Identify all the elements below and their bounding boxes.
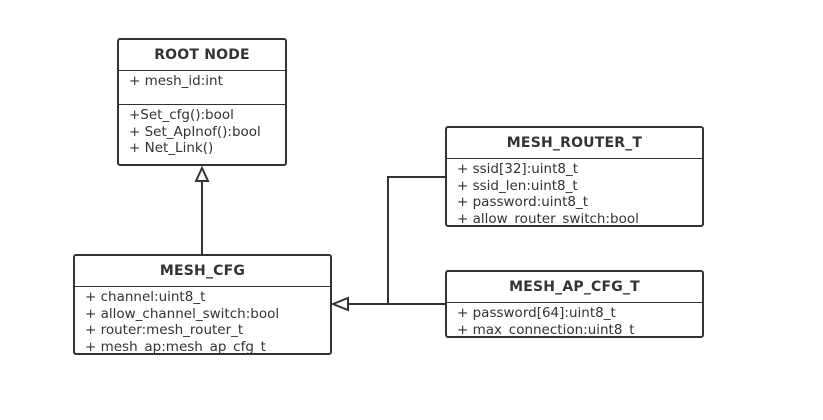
inheritance-arrowhead-cfg — [330, 296, 349, 312]
attribute-row: + channel:uint8_t — [85, 289, 206, 305]
class-mesh-cfg[interactable]: MESH_CFG + channel:uint8_t + allow_chann… — [73, 254, 332, 355]
attribute-row: + password:uint8_t — [457, 194, 589, 210]
class-mesh-ap-cfg-t[interactable]: MESH_AP_CFG_T + password[64]:uint8_t + m… — [445, 270, 704, 338]
method-row: +Set_cfg():bool — [129, 107, 234, 123]
attribute-row: + router:mesh_router_t — [85, 322, 244, 338]
class-mesh-ap-cfg-t-title: MESH_AP_CFG_T — [447, 272, 702, 303]
class-mesh-router-t[interactable]: MESH_ROUTER_T + ssid[32]:uint8_t + ssid_… — [445, 126, 704, 227]
attribute-row: + mesh_ap:mesh_ap_cfg_t — [85, 338, 266, 355]
class-mesh-router-t-title: MESH_ROUTER_T — [447, 128, 702, 159]
attribute-row: + mesh_id:int — [129, 73, 223, 89]
method-row: + Net_Link() — [129, 140, 214, 156]
attribute-row: + ssid_len:uint8_t — [457, 177, 578, 194]
class-root-node-attributes: + mesh_id:int — [119, 71, 285, 104]
attribute-row: + allow_router_switch:bool — [457, 210, 639, 227]
class-root-node[interactable]: ROOT NODE + mesh_id:int +Set_cfg():bool … — [117, 38, 287, 166]
class-mesh-router-t-attributes: + ssid[32]:uint8_t + ssid_len:uint8_t + … — [447, 159, 702, 229]
attribute-row: + password[64]:uint8_t — [457, 305, 616, 321]
attribute-row: + max_connection:uint8_t — [457, 321, 635, 338]
class-mesh-cfg-attributes: + channel:uint8_t + allow_channel_switch… — [75, 287, 330, 357]
inheritance-arrowhead-root — [194, 165, 210, 182]
class-root-node-methods: +Set_cfg():bool + Set_ApInof():bool + Ne… — [119, 104, 285, 159]
method-row: + Set_ApInof():bool — [129, 123, 261, 140]
class-mesh-cfg-title: MESH_CFG — [75, 256, 330, 287]
attribute-row: + ssid[32]:uint8_t — [457, 161, 579, 177]
attribute-row: + allow_channel_switch:bool — [85, 305, 280, 322]
class-root-node-title: ROOT NODE — [119, 40, 285, 71]
class-mesh-ap-cfg-t-attributes: + password[64]:uint8_t + max_connection:… — [447, 303, 702, 340]
connector-router-to-cfg — [387, 176, 445, 304]
